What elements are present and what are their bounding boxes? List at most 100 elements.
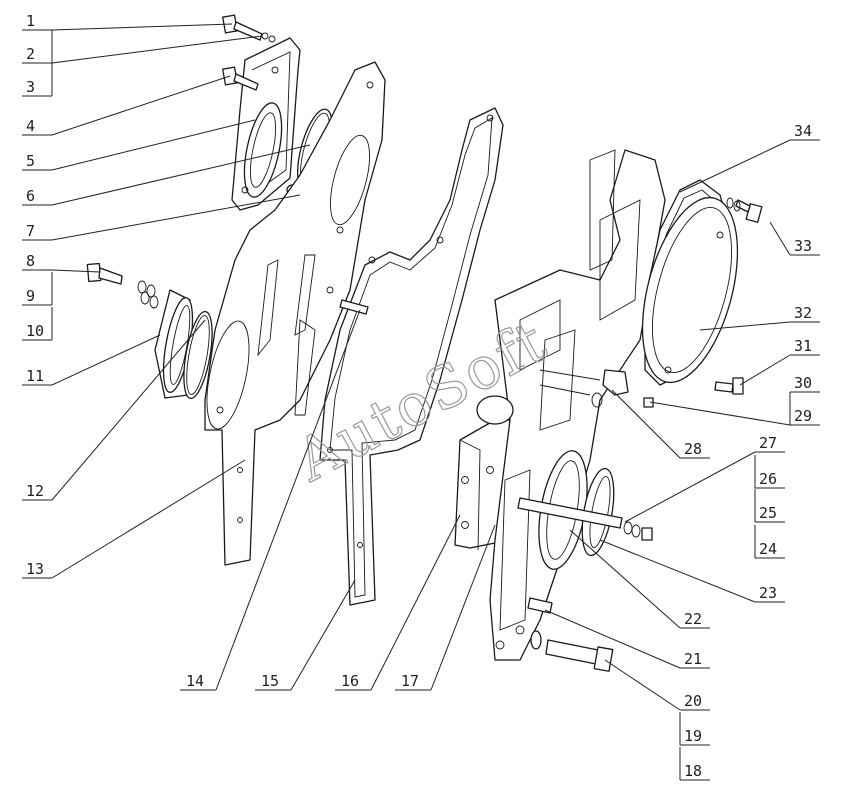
pin-21 — [527, 597, 553, 614]
callout-number-29: 29 — [794, 407, 812, 425]
callout-12: 12 — [22, 319, 206, 501]
callout-number-33: 33 — [794, 237, 812, 255]
gasket-14 — [319, 107, 504, 606]
gasket-plate-13 — [204, 61, 386, 566]
callout-number-34: 34 — [794, 122, 812, 140]
callout-30: 30 — [790, 374, 820, 393]
bolt-20 — [545, 639, 614, 672]
callout-18: 18 — [679, 747, 710, 781]
callout-number-23: 23 — [759, 584, 777, 602]
callout-leader-27 — [624, 451, 756, 523]
callout-29: 29 — [649, 392, 820, 426]
callout-number-12: 12 — [26, 482, 44, 500]
callout-number-15: 15 — [261, 672, 279, 690]
oring-12 — [183, 310, 213, 400]
callout-number-13: 13 — [26, 560, 44, 578]
callout-13: 13 — [22, 459, 246, 579]
callout-leader-16 — [370, 514, 461, 691]
callout-number-4: 4 — [26, 117, 35, 135]
callout-leader-12 — [51, 319, 206, 501]
callout-number-1: 1 — [26, 12, 35, 30]
pin-stud — [339, 299, 369, 315]
callout-number-7: 7 — [26, 222, 35, 240]
cover-32 — [641, 196, 739, 384]
callout-leader-11 — [51, 334, 161, 386]
callout-number-31: 31 — [794, 337, 812, 355]
callout-number-2: 2 — [26, 45, 35, 63]
callout-leader-6 — [51, 144, 311, 206]
callout-leader-21 — [544, 609, 681, 669]
callout-6: 6 — [22, 144, 311, 206]
callout-24: 24 — [754, 525, 785, 559]
callout-number-30: 30 — [794, 374, 812, 392]
callout-22: 22 — [569, 529, 710, 629]
callout-27: 27 — [624, 434, 785, 523]
callout-leader-14 — [215, 309, 361, 691]
callout-leader-15 — [290, 579, 356, 691]
callout-25: 25 — [754, 489, 785, 523]
washer-19 — [530, 630, 542, 650]
callout-number-14: 14 — [186, 672, 204, 690]
callout-leader-8 — [51, 269, 101, 273]
front-cover-plate — [231, 37, 301, 211]
callout-number-17: 17 — [401, 672, 419, 690]
callout-leader-34 — [679, 139, 791, 193]
callout-number-26: 26 — [759, 470, 777, 488]
callout-leader-4 — [51, 75, 231, 136]
callout-2: 2 — [22, 30, 263, 64]
callout-number-8: 8 — [26, 252, 35, 270]
callout-3: 3 — [22, 63, 53, 97]
callout-34: 34 — [679, 122, 820, 193]
callout-7: 7 — [22, 194, 301, 241]
callout-number-11: 11 — [26, 367, 44, 385]
callout-leader-23 — [599, 539, 756, 603]
callout-32: 32 — [699, 304, 820, 331]
callout-20: 20 — [604, 659, 710, 711]
callout-leader-28 — [611, 389, 681, 459]
bolt-33 — [726, 197, 763, 223]
callout-number-6: 6 — [26, 187, 35, 205]
callout-number-18: 18 — [684, 762, 702, 780]
callout-28: 28 — [611, 389, 710, 459]
seal-23 — [581, 467, 615, 557]
callout-leader-7 — [51, 194, 301, 241]
callout-leader-31 — [739, 354, 791, 386]
callout-number-32: 32 — [794, 304, 812, 322]
callout-leader-22 — [569, 529, 681, 629]
callout-23: 23 — [599, 539, 785, 603]
bolt-31 — [714, 377, 744, 395]
callout-number-27: 27 — [759, 434, 777, 452]
callout-number-20: 20 — [684, 692, 702, 710]
callout-number-19: 19 — [684, 727, 702, 745]
callout-19: 19 — [679, 712, 710, 746]
callout-leader-20 — [604, 659, 681, 711]
callout-4: 4 — [22, 75, 231, 136]
callout-number-5: 5 — [26, 152, 35, 170]
shaft-27 — [517, 497, 653, 541]
callout-number-3: 3 — [26, 78, 35, 96]
callout-17: 17 — [395, 524, 496, 691]
callout-9: 9 — [22, 272, 53, 306]
callout-11: 11 — [22, 334, 161, 386]
callout-5: 5 — [22, 119, 256, 171]
callout-number-22: 22 — [684, 610, 702, 628]
callout-31: 31 — [739, 337, 820, 386]
callout-leader-17 — [430, 524, 496, 691]
callout-number-28: 28 — [684, 440, 702, 458]
callout-leader-29 — [649, 401, 791, 426]
callout-leader-13 — [51, 459, 246, 579]
callout-10: 10 — [22, 307, 53, 341]
callout-number-10: 10 — [26, 322, 44, 340]
callout-14: 14 — [180, 309, 361, 691]
callout-number-24: 24 — [759, 540, 777, 558]
callout-number-16: 16 — [341, 672, 359, 690]
callout-leader-32 — [699, 321, 791, 331]
callout-1: 1 — [22, 12, 233, 31]
callout-21: 21 — [544, 609, 710, 669]
callout-number-21: 21 — [684, 650, 702, 668]
main-housing — [454, 149, 666, 661]
callout-leader-1 — [51, 23, 233, 31]
seal-11 — [154, 289, 194, 399]
